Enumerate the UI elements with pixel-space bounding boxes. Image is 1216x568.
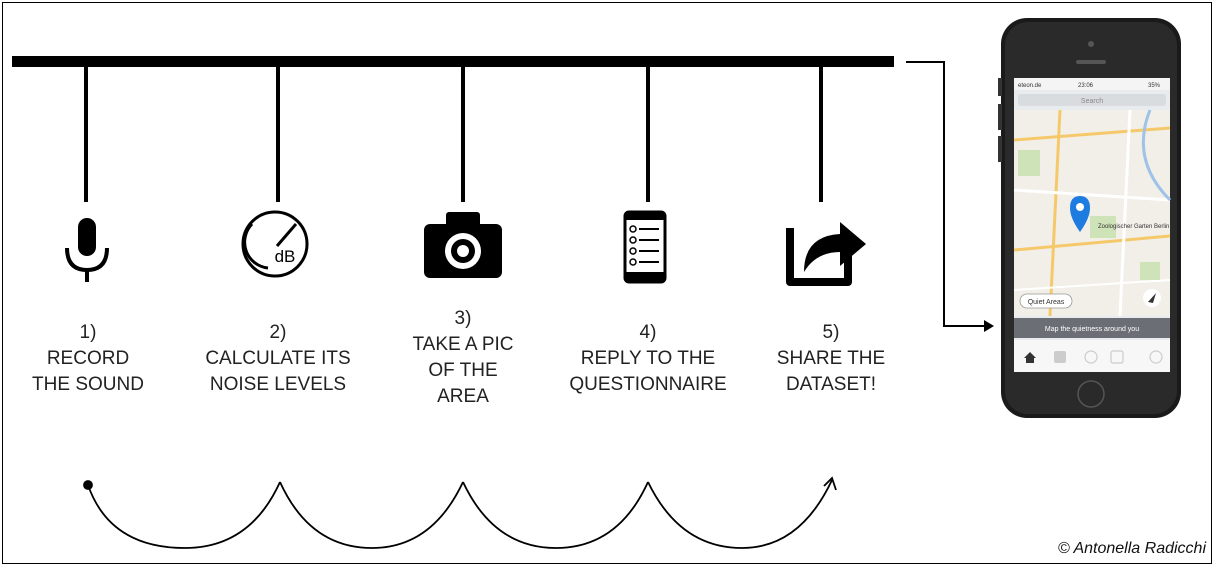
decibel-meter-icon: dB (243, 212, 307, 276)
microphone-icon (67, 218, 107, 282)
decibel-label: dB (275, 247, 296, 266)
phone-connector (906, 62, 984, 326)
status-battery: 35% (1148, 83, 1161, 89)
copyright-credit: © Antonella Radicchi (1058, 540, 1206, 558)
search-placeholder: Search (1081, 98, 1103, 105)
share-icon (790, 222, 866, 282)
banner-text: Map the quietness around you (1045, 326, 1139, 333)
speaker (1076, 60, 1106, 64)
arrow-head (984, 320, 994, 332)
smartphone: eteon.de 23:06 35% Search Zoologischer G… (998, 18, 1181, 418)
quiet-areas-label: Quiet Areas (1028, 299, 1065, 306)
sequence-arcs (84, 478, 836, 548)
front-camera (1088, 41, 1094, 47)
camera-icon (424, 212, 502, 278)
questionnaire-icon (625, 212, 665, 282)
step-5-label: 5) SHARE THE DATASET! (741, 320, 921, 398)
status-carrier: eteon.de (1018, 83, 1042, 89)
step-drops (86, 66, 821, 202)
step-3-label: 3) TAKE A PIC OF THE AREA (373, 306, 553, 410)
step-2-label: 2) CALCULATE ITS NOISE LEVELS (188, 320, 368, 398)
step-4-label: 4) REPLY TO THE QUESTIONNAIRE (558, 320, 738, 398)
status-time: 23:06 (1078, 83, 1094, 89)
step-1-label: 1) RECORD THE SOUND (0, 320, 178, 398)
map-place-label: Zoologischer Garten Berlin (1098, 224, 1169, 230)
timeline-bar (12, 56, 894, 67)
tab-bar (1014, 340, 1170, 372)
inbox-icon[interactable] (1054, 351, 1066, 363)
